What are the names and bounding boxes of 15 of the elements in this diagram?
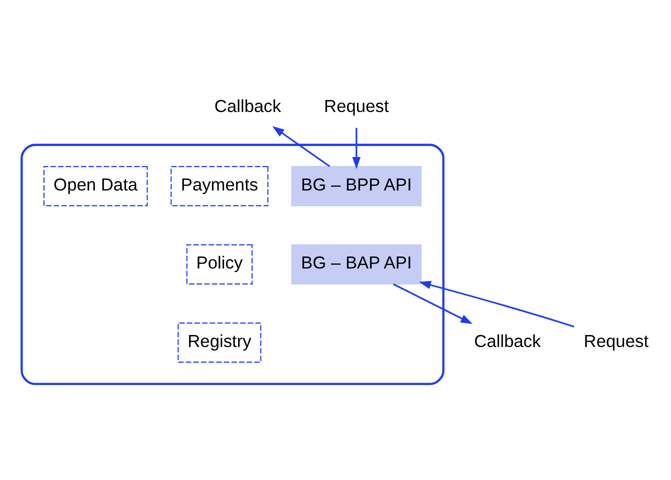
- arrow: [418, 280, 574, 327]
- node-box: BG – BPP API: [291, 166, 422, 206]
- arrow: [352, 127, 361, 168]
- node-box: BG – BAP API: [291, 244, 422, 284]
- arrow: [393, 282, 473, 324]
- cluster: [20, 143, 444, 385]
- node-text: Request: [324, 96, 389, 116]
- node-text: Callback: [214, 96, 282, 116]
- node-box: Open Data: [43, 166, 148, 206]
- node-box: Payments: [170, 166, 268, 206]
- node-text: Callback: [474, 330, 541, 350]
- node-text: Request: [584, 330, 649, 350]
- arrow: [272, 126, 330, 167]
- node-box: Registry: [178, 322, 262, 362]
- node-box: Policy: [186, 244, 253, 284]
